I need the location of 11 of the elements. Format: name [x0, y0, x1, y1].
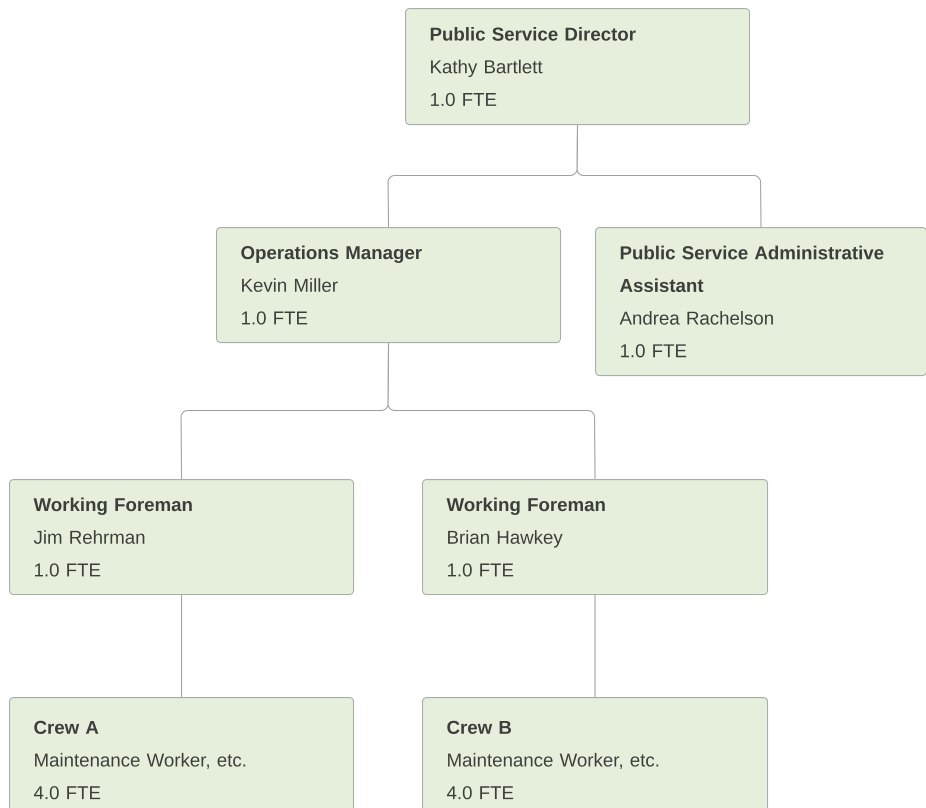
org-box: Working Foreman Jim Rehrman 1.0 FTE [9, 479, 354, 596]
connector-line [594, 595, 596, 697]
org-box: Crew B Maintenance Worker, etc. 4.0 FTE [422, 697, 768, 808]
connector-line [388, 343, 596, 479]
connector-line [576, 125, 762, 228]
org-box: Public Service Administrative Assistant Andrea Rachelson 1.0 FTE [595, 227, 926, 376]
org-box: Crew A Maintenance Worker, etc. 4.0 FTE [9, 697, 354, 808]
org-box: Operations Manager Kevin Miller 1.0 FTE [216, 227, 562, 344]
org-box: Working Foreman Brian Hawkey 1.0 FTE [422, 479, 768, 596]
org-box: Public Service Director Kathy Bartlett 1.0 FTE [405, 8, 750, 126]
connector-line [181, 595, 182, 697]
